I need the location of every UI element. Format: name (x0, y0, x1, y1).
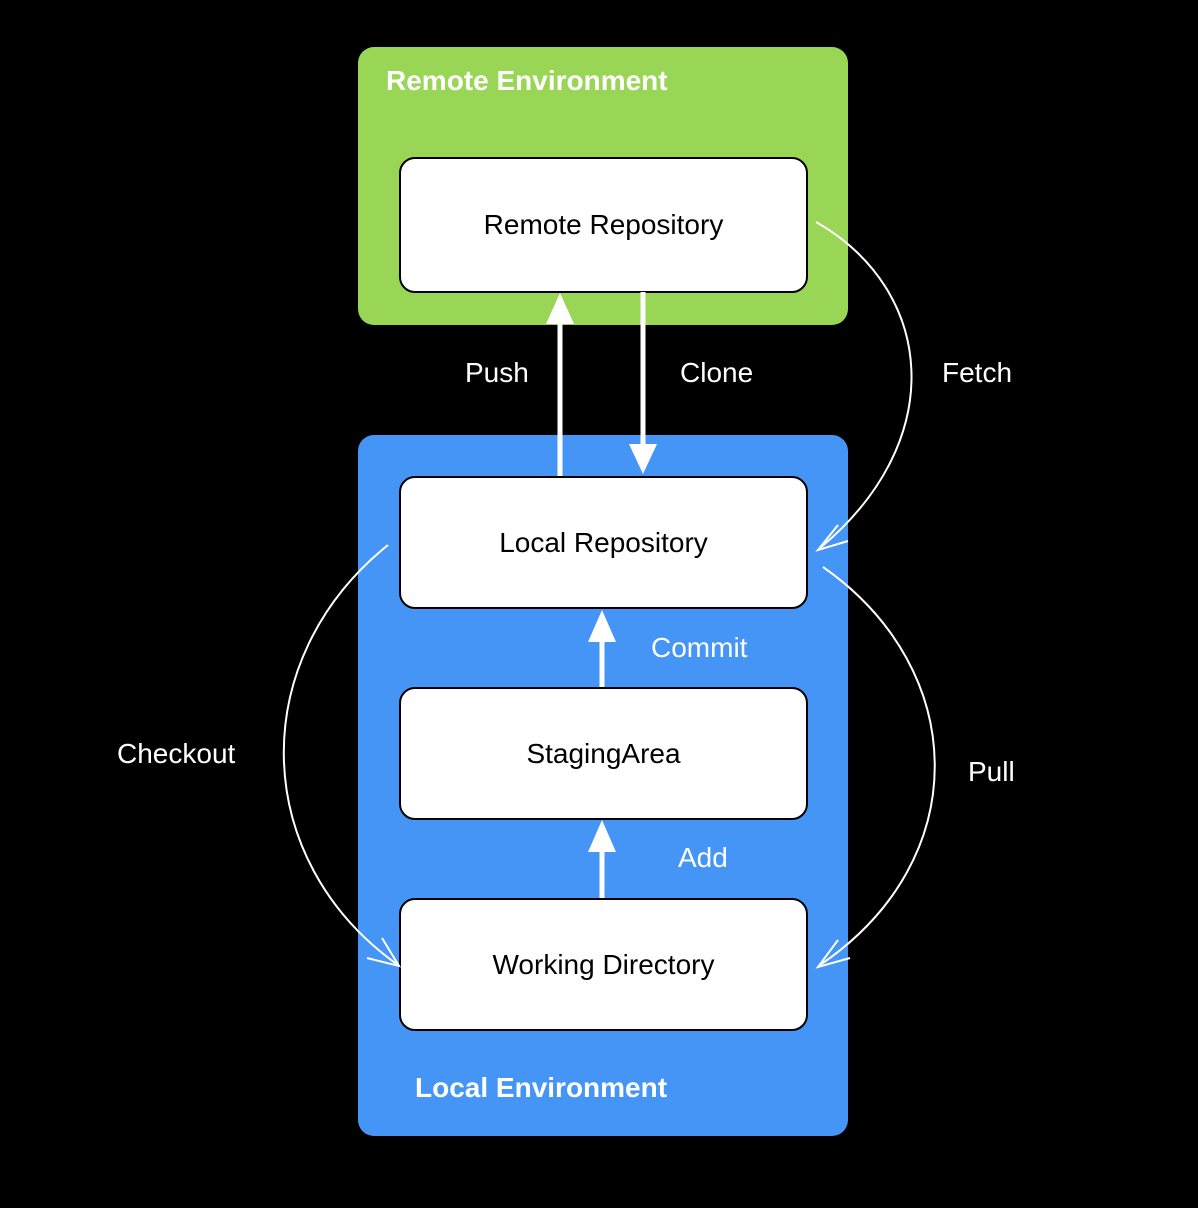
add-label: Add (678, 842, 728, 873)
checkout-label: Checkout (117, 738, 236, 769)
local-repository-label: Local Repository (499, 526, 708, 558)
remote-repository-node: Remote Repository (399, 157, 808, 293)
staging-area-node: StagingArea (399, 687, 808, 820)
push-label: Push (465, 357, 529, 388)
commit-label: Commit (651, 632, 748, 663)
staging-area-label: StagingArea (526, 737, 681, 769)
pull-label: Pull (968, 756, 1015, 787)
remote-environment-title: Remote Environment (386, 65, 668, 96)
local-repository-node: Local Repository (399, 476, 808, 609)
working-directory-node: Working Directory (399, 898, 808, 1031)
local-environment-title: Local Environment (415, 1072, 668, 1103)
fetch-label: Fetch (942, 357, 1013, 388)
remote-repository-label: Remote Repository (483, 209, 724, 240)
clone-label: Clone (680, 357, 754, 388)
working-directory-label: Working Directory (492, 948, 715, 980)
